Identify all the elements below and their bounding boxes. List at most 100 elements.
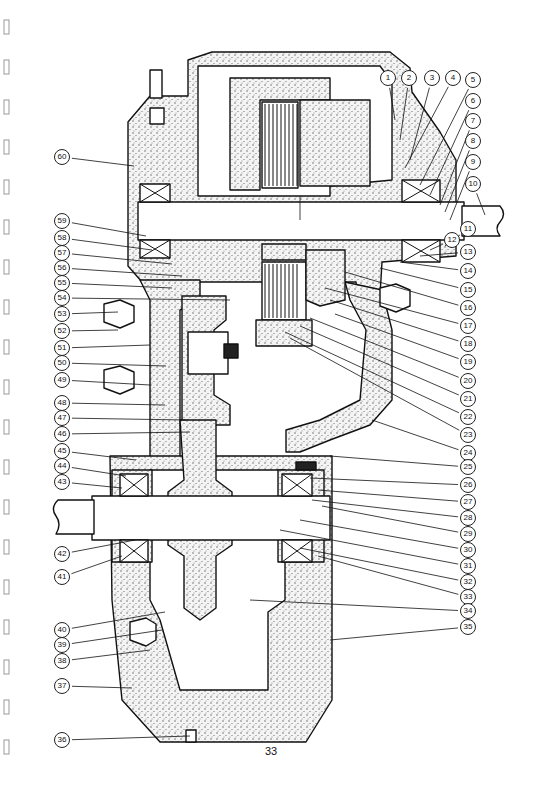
callout-number: 53 — [54, 306, 70, 322]
callout-text: 18 — [464, 340, 473, 348]
callout-text: 30 — [464, 546, 473, 554]
callout-number: 1 — [380, 70, 396, 86]
callout-text: 33 — [464, 593, 473, 601]
callout-text: 15 — [464, 286, 473, 294]
leader-line — [72, 345, 150, 348]
callout-text: 59 — [58, 217, 67, 225]
callout-number: 34 — [460, 603, 476, 619]
callout-text: 16 — [464, 304, 473, 312]
leader-line — [72, 312, 118, 314]
callout-number: 42 — [54, 546, 70, 562]
leader-line — [310, 318, 459, 377]
callout-number: 15 — [460, 282, 476, 298]
callout-text: 39 — [58, 641, 67, 649]
leader-line — [72, 269, 182, 276]
callout-text: 7 — [471, 117, 475, 125]
callout-text: 29 — [464, 530, 473, 538]
leader-line — [72, 468, 126, 476]
leader-line — [390, 88, 395, 120]
leader-line — [372, 420, 459, 450]
callout-number: 7 — [465, 113, 481, 129]
callout-number: 51 — [54, 340, 70, 356]
callout-number: 25 — [460, 459, 476, 475]
callout-number: 35 — [460, 619, 476, 635]
callout-number: 13 — [460, 244, 476, 260]
callout-text: 17 — [464, 322, 473, 330]
callout-text: 50 — [58, 359, 67, 367]
callout-number: 16 — [460, 300, 476, 316]
callout-number: 27 — [460, 494, 476, 510]
leader-line — [420, 253, 458, 256]
callout-text: 48 — [58, 399, 67, 407]
leader-line — [410, 88, 429, 160]
callout-number: 6 — [465, 93, 481, 109]
callout-text: 14 — [464, 267, 473, 275]
callout-text: 25 — [464, 463, 473, 471]
callout-text: 3 — [430, 74, 434, 82]
callout-number: 21 — [460, 391, 476, 407]
callout-text: 1 — [386, 74, 390, 82]
leader-line — [72, 254, 172, 264]
callout-text: 53 — [58, 310, 67, 318]
leader-line — [330, 456, 458, 466]
leader-line — [72, 432, 190, 434]
leader-line — [72, 612, 165, 628]
callout-number: 45 — [54, 443, 70, 459]
callout-text: 34 — [464, 607, 473, 615]
callout-text: 52 — [58, 327, 67, 335]
callout-text: 12 — [448, 236, 457, 244]
callout-number: 46 — [54, 426, 70, 442]
leader-line — [250, 600, 458, 610]
callout-text: 23 — [464, 431, 473, 439]
callout-number: 19 — [460, 354, 476, 370]
callout-text: 9 — [471, 158, 475, 166]
leader-line — [318, 490, 458, 501]
callout-number: 48 — [54, 395, 70, 411]
callout-text: 20 — [464, 377, 473, 385]
callout-number: 38 — [54, 653, 70, 669]
callout-text: 22 — [464, 413, 473, 421]
leader-line — [285, 332, 459, 413]
leader-line — [322, 506, 458, 532]
callout-number: 44 — [54, 458, 70, 474]
callout-text: 45 — [58, 447, 67, 455]
callout-text: 37 — [58, 682, 67, 690]
callout-number: 57 — [54, 245, 70, 261]
callout-text: 60 — [58, 153, 67, 161]
callout-text: 51 — [58, 344, 67, 352]
callout-number: 49 — [54, 372, 70, 388]
leader-line — [72, 736, 190, 740]
leader-line — [380, 268, 458, 288]
callout-number: 4 — [445, 70, 461, 86]
callout-number: 29 — [460, 526, 476, 542]
leader-line — [477, 193, 485, 215]
callout-text: 27 — [464, 498, 473, 506]
callout-number: 26 — [460, 477, 476, 493]
leader-line — [430, 110, 469, 195]
leader-line — [71, 556, 122, 574]
callout-number: 30 — [460, 542, 476, 558]
callout-number: 54 — [54, 290, 70, 306]
callout-number: 3 — [424, 70, 440, 86]
leader-line — [345, 272, 458, 305]
leader-line — [72, 452, 136, 460]
callout-text: 41 — [58, 573, 67, 581]
leader-line — [72, 650, 150, 660]
callout-number: 11 — [460, 221, 476, 237]
callout-text: 44 — [58, 462, 67, 470]
callout-text: 31 — [464, 562, 473, 570]
leader-line — [72, 418, 186, 420]
leader-line — [72, 239, 152, 250]
leader-line — [72, 298, 230, 300]
leader-line — [330, 300, 458, 341]
callout-number: 12 — [444, 232, 460, 248]
callout-text: 2 — [407, 74, 411, 82]
callout-number: 41 — [54, 569, 70, 585]
callout-text: 57 — [58, 249, 67, 257]
callout-text: 58 — [58, 234, 67, 242]
leader-line — [72, 283, 172, 288]
leader-line — [72, 158, 134, 166]
leader-line — [310, 478, 458, 485]
callout-number: 5 — [465, 72, 481, 88]
leader-line — [330, 628, 458, 640]
